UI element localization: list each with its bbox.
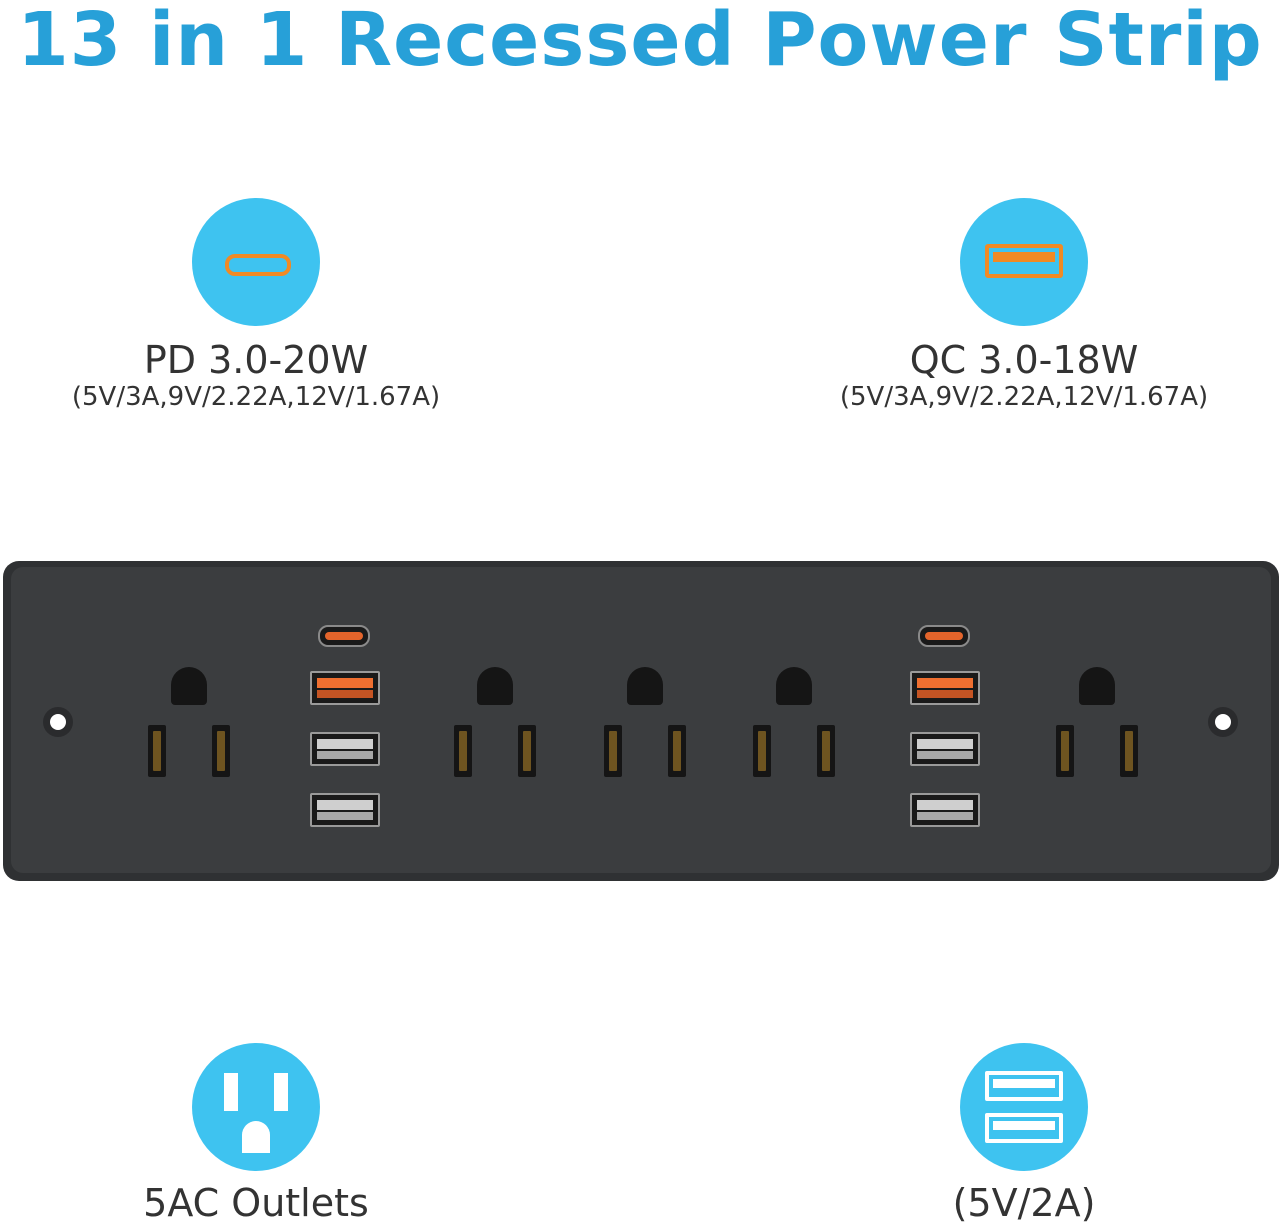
mount-hole-left [43, 707, 73, 737]
mount-hole-right [1208, 707, 1238, 737]
usb-a-icon [960, 198, 1088, 326]
ac-outlet [1056, 667, 1146, 787]
power-strip-face [11, 567, 1271, 873]
usb-a-port [910, 732, 980, 766]
ac-outlet-icon [192, 1043, 320, 1171]
ac-outlet [148, 667, 238, 787]
usb-port-group-right [910, 625, 980, 835]
usb-a-port [310, 793, 380, 827]
page-title: 13 in 1 Recessed Power Strip [17, 0, 1263, 83]
usb-c-port [918, 625, 970, 647]
ac-outlet [753, 667, 843, 787]
qc-usb-a-port [910, 671, 980, 705]
qc-usb-a-port [310, 671, 380, 705]
usb-c-port [318, 625, 370, 647]
ac-outlet [604, 667, 694, 787]
feature-usb-label: (5V/2A) [952, 1181, 1096, 1225]
dual-usb-a-icon [960, 1043, 1088, 1171]
feature-pd-label: PD 3.0-20W [143, 338, 369, 382]
usb-port-group-left [310, 625, 380, 835]
feature-qc-label: QC 3.0-18W [909, 338, 1139, 382]
power-strip [3, 561, 1279, 881]
feature-usb: (5V/2A) [804, 1043, 1244, 1225]
feature-qc-spec: (5V/3A,9V/2.22A,12V/1.67A) [839, 382, 1209, 412]
feature-pd: PD 3.0-20W (5V/3A,9V/2.22A,12V/1.67A) [36, 198, 476, 412]
usb-a-port [910, 793, 980, 827]
feature-qc: QC 3.0-18W (5V/3A,9V/2.22A,12V/1.67A) [804, 198, 1244, 412]
ac-outlet [454, 667, 544, 787]
usb-c-icon [192, 198, 320, 326]
feature-pd-spec: (5V/3A,9V/2.22A,12V/1.67A) [71, 382, 441, 412]
usb-a-port [310, 732, 380, 766]
feature-ac-label: 5AC Outlets [143, 1181, 369, 1225]
feature-ac: 5AC Outlets [36, 1043, 476, 1225]
